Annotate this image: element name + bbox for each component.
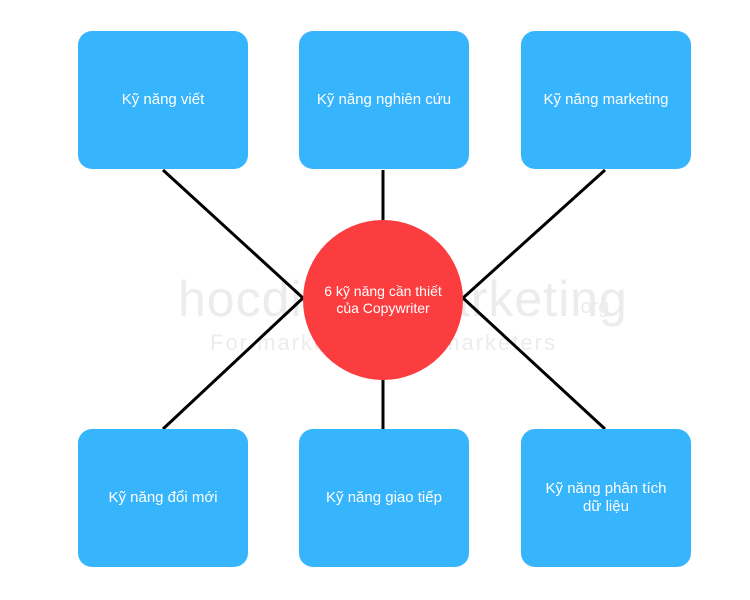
skill-node-data-analysis: Kỹ năng phân tích dữ liệu bbox=[521, 429, 691, 567]
skill-node-writing: Kỹ năng viết bbox=[78, 31, 248, 169]
skill-node-marketing: Kỹ năng marketing bbox=[521, 31, 691, 169]
connector-writing bbox=[161, 168, 305, 300]
central-hub-circle: 6 kỹ năng cần thiết của Copywriter bbox=[303, 220, 463, 380]
connector-innovation bbox=[161, 296, 305, 431]
skill-node-label: Kỹ năng marketing bbox=[543, 91, 669, 108]
connector-marketing bbox=[461, 168, 607, 300]
skill-node-label: Kỹ năng phân tích dữ liệu bbox=[545, 480, 667, 515]
skill-node-innovation: Kỹ năng đổi mới bbox=[78, 429, 248, 567]
skill-node-communication: Kỹ năng giao tiếp bbox=[299, 429, 469, 567]
hub-label: 6 kỹ năng cần thiết của Copywriter bbox=[324, 283, 442, 316]
connector-data-analysis bbox=[461, 296, 607, 431]
skill-node-research: Kỹ năng nghiên cứu bbox=[299, 31, 469, 169]
skill-node-label: Kỹ năng giao tiếp bbox=[326, 489, 442, 506]
skill-node-label: Kỹ năng đổi mới bbox=[108, 489, 218, 506]
skill-node-label: Kỹ năng viết bbox=[121, 91, 205, 108]
skill-node-label: Kỹ năng nghiên cứu bbox=[316, 91, 452, 108]
